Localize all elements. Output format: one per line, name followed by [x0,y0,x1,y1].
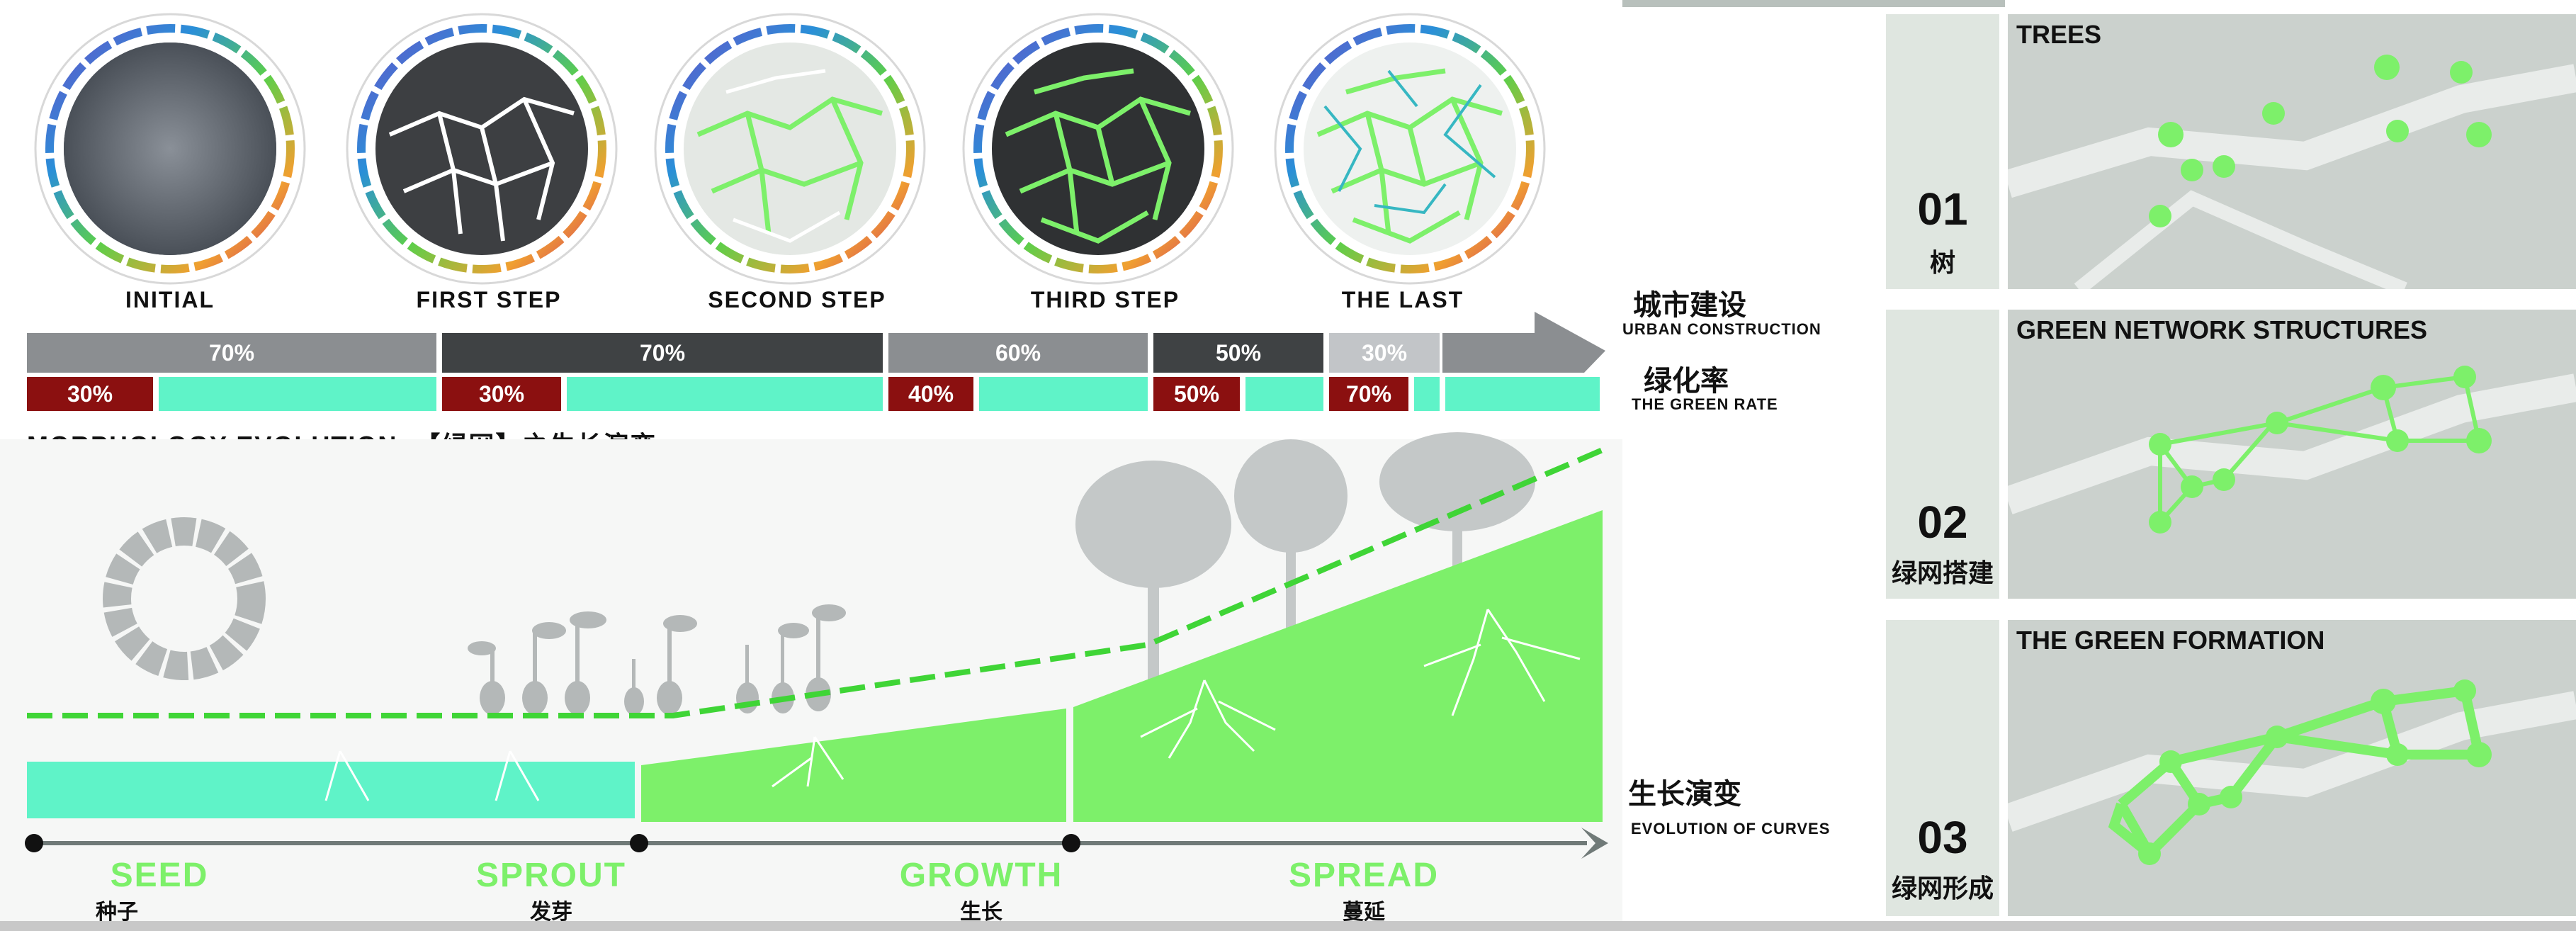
panel-green-formation: THE GREEN FORMATION [2008,620,2576,916]
urban-bar-segment: 50% [1153,333,1323,373]
side-tab-03 [1886,620,1999,916]
circle-map-the-last [1274,13,1546,285]
stage-label-spread: SPREAD [1288,857,1440,894]
panel-title-trees: TREES [2016,20,2102,49]
green-bar-fill [567,377,883,411]
curve-area-growth [641,709,1066,822]
bottom-strip [0,921,2576,931]
panel-title-green-network: GREEN NETWORK STRUCTURES [2016,315,2428,344]
panel-title-green-formation: THE GREEN FORMATION [2016,626,2325,655]
stage-label-sprout: SPROUT [475,857,626,894]
stage-label-sprout-cn: 发芽 [530,901,572,924]
green-bar-value: 40% [888,377,973,411]
green-bar-value: 30% [442,377,561,411]
urban-bar-segment: 70% [27,333,436,373]
seed-ring-icon [103,517,266,680]
panel-trees-map [2008,14,2576,289]
green-bar-value: 70% [1329,377,1408,411]
sprout-icons [468,604,846,716]
step-label-second-step: SECOND STEP [708,287,886,312]
timeline-node [1062,834,1080,852]
legend-curve-en: EVOLUTION OF CURVES [1631,820,1831,837]
green-bar-fill [1414,377,1440,411]
stage-label-growth-cn: 生长 [960,901,1002,924]
step-label-initial: INITIAL [125,287,215,312]
side-tab-02 [1886,310,1999,599]
panel-label-cn-02: 绿网搭建 [1891,558,1994,587]
tree-icons [1075,432,1535,680]
panel-number-03: 03 [1917,812,1968,863]
curve-base-mint [27,762,635,818]
green-bar-fill [1245,377,1323,411]
panel-number-02: 02 [1917,497,1968,548]
circle-map-initial [34,13,306,285]
panel-label-cn-03: 绿网形成 [1891,874,1994,903]
green-bar-fill [979,377,1148,411]
legend-green-en: THE GREEN RATE [1632,395,1778,413]
urban-bar-arrow [1442,312,1605,373]
evolution-dashed-curve [27,447,1604,718]
panel-trees: TREES [2008,14,2576,289]
step-label-first-step: FIRST STEP [416,287,562,312]
right-top-strip [1622,0,2005,7]
urban-bar-segment: 60% [888,333,1148,373]
green-bar-value: 50% [1153,377,1240,411]
growth-diagram [0,432,1622,921]
timeline-node [630,834,648,852]
green-bar-fill [159,377,436,411]
circle-map-second-step [654,13,926,285]
legend-green-cn: 绿化率 [1644,366,1729,397]
root-icons [324,609,1581,801]
stage-label-growth: GROWTH [899,857,1063,894]
panel-number-01: 01 [1917,184,1968,235]
stage-label-seed-cn: 种子 [96,901,138,924]
stage-label-spread-cn: 蔓延 [1343,901,1385,924]
step-label-third-step: THIRD STEP [1030,287,1180,312]
urban-bar-segment: 30% [1329,333,1440,373]
panel-green-network-map [2008,310,2576,599]
circle-map-third-step [962,13,1234,285]
stage-label-seed: SEED [110,857,209,894]
urban-bar-segment: 70% [442,333,883,373]
curve-area-spread [1073,510,1603,822]
legend-urban-cn: 城市建设 [1633,290,1746,321]
green-bar-fill [1445,377,1600,411]
legend-curve-cn: 生长演变 [1628,779,1741,810]
step-label-the-last: THE LAST [1341,287,1464,312]
timeline-arrowhead [1581,828,1608,859]
circle-map-first-step [346,13,618,285]
timeline-node [25,834,43,852]
green-bar-value: 30% [27,377,153,411]
panel-green-network: GREEN NETWORK STRUCTURES [2008,310,2576,599]
legend-urban-en: URBAN CONSTRUCTION [1622,320,1821,338]
panel-green-formation-map [2008,620,2576,916]
side-tab-01 [1886,14,1999,289]
panel-label-cn-01: 树 [1929,248,1955,277]
